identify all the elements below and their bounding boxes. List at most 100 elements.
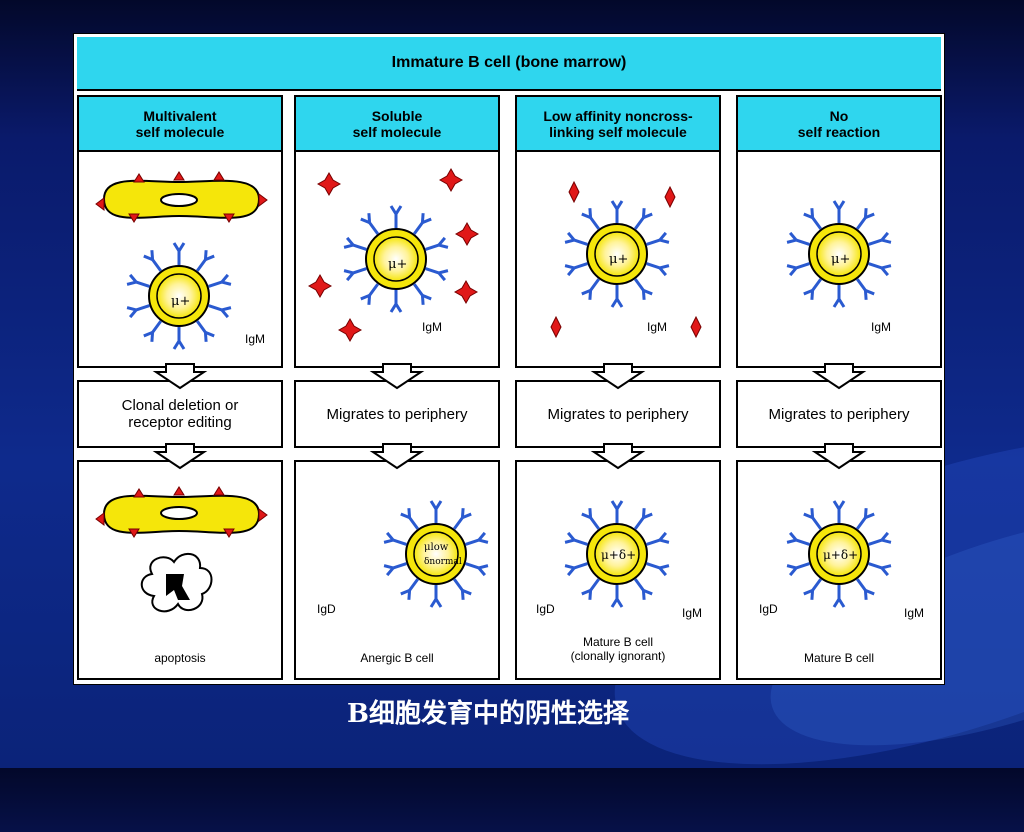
cell-label: μ+ <box>388 257 407 272</box>
receptor-icon <box>832 499 846 525</box>
b-cell-mature <box>785 499 893 609</box>
igm-label: IgM <box>422 320 443 334</box>
receptor-icon <box>563 557 591 577</box>
down-arrow <box>155 363 205 389</box>
cell-label: μlow <box>424 542 449 553</box>
cell-nucleus <box>413 531 459 577</box>
igm-label: IgM <box>904 606 925 620</box>
column-header-2-line1: Soluble <box>371 107 423 124</box>
receptor-icon <box>205 273 233 293</box>
header-bar: Immature B cell (bone marrow) <box>77 37 941 91</box>
receptor-icon <box>342 262 370 282</box>
b-cell-immature-4 <box>785 199 893 309</box>
receptor-icon <box>429 583 443 609</box>
receptor-icon <box>125 273 153 293</box>
b-cell-mature-ignorant <box>563 499 671 609</box>
cell-nucleus <box>816 531 862 577</box>
column-header-3: Low affinity noncross-linking self molec… <box>515 95 721 150</box>
top-panel-4 <box>736 150 942 368</box>
soluble-antigen <box>454 280 478 304</box>
igd-label: IgD <box>759 602 778 616</box>
column-header-1-line2: self molecule <box>135 123 225 140</box>
receptor-icon <box>832 283 846 309</box>
down-arrow <box>593 443 643 469</box>
receptor-icon <box>643 557 671 577</box>
receptor-icon <box>610 583 624 609</box>
cell-label: μ+δ+ <box>601 548 636 562</box>
receptor-icon <box>172 241 186 267</box>
cell-nucleus <box>373 236 419 282</box>
receptor-icon <box>865 531 893 551</box>
igd-label: IgD <box>317 602 336 616</box>
cell-label: δnormal <box>424 557 462 567</box>
receptor-icon <box>785 531 813 551</box>
cell-label: μ+δ+ <box>823 548 858 562</box>
receptor-icon <box>610 283 624 309</box>
receptor-icon <box>643 257 671 277</box>
receptor-icon <box>610 199 624 225</box>
middle-box-3: Migrates to periphery <box>515 380 721 448</box>
receptor-icon <box>462 531 490 551</box>
soluble-antigen <box>439 168 463 192</box>
receptor-icon <box>865 557 893 577</box>
soluble-antigen <box>338 318 362 342</box>
cell-label: μ+ <box>831 252 850 267</box>
outcome-label-1: apoptosis <box>154 651 206 665</box>
igm-label: IgM <box>682 606 703 620</box>
receptor-icon <box>832 583 846 609</box>
receptor-icon <box>832 199 846 225</box>
receptor-icon <box>342 236 370 256</box>
down-arrow <box>593 363 643 389</box>
cell-nucleus <box>816 231 862 277</box>
igm-label: IgM <box>647 320 668 334</box>
middle-box-2-line1: Migrates to periphery <box>326 405 468 423</box>
diagram-artwork: μ+ μ+ μ+ μ+ μlow δnormal μ+δ+ μ+δ+ <box>95 168 893 613</box>
outcome-label-4: Mature B cell <box>803 651 875 665</box>
receptor-icon <box>389 204 403 230</box>
monovalent-antigen <box>550 316 562 338</box>
receptor-icon <box>785 231 813 251</box>
outcome-label-3: Mature B cell (clonally ignorant) <box>515 635 721 663</box>
apoptotic-cell <box>140 552 213 613</box>
receptor-icon <box>563 231 591 251</box>
column-header-3-line1: Low affinity noncross- <box>543 107 693 124</box>
receptor-icon <box>865 231 893 251</box>
middle-box-3-line1: Migrates to periphery <box>547 405 689 423</box>
b-cell-anergic <box>382 499 490 609</box>
column-header-4-line2: self reaction <box>797 123 881 140</box>
igm-label: IgM <box>871 320 892 334</box>
self-cell-bottom <box>95 486 268 538</box>
column-header-3-line2: linking self molecule <box>549 123 687 140</box>
cell-label: μ+ <box>609 252 628 267</box>
b-cell-immature-3 <box>563 199 671 309</box>
outcome-label-2: Anergic B cell <box>360 651 434 665</box>
monovalent-antigen <box>664 186 676 208</box>
receptor-icon <box>205 299 233 319</box>
receptor-icon <box>422 262 450 282</box>
receptor-icon <box>785 257 813 277</box>
receptor-icon <box>389 288 403 314</box>
cell-nucleus <box>594 231 640 277</box>
column-header-4-line1: No <box>829 107 849 124</box>
receptor-icon <box>172 325 186 351</box>
down-arrow <box>372 363 422 389</box>
self-cell-top <box>95 171 268 223</box>
receptor-icon <box>785 557 813 577</box>
receptor-icon <box>429 499 443 525</box>
receptor-icon <box>643 231 671 251</box>
igd-label: IgD <box>536 602 555 616</box>
column-header-1-line1: Multivalent <box>143 107 217 124</box>
down-arrow <box>814 363 864 389</box>
slide-caption: B细胞发育中的阴性选择 <box>347 699 629 729</box>
receptor-icon <box>865 257 893 277</box>
down-arrow <box>814 443 864 469</box>
down-arrow <box>372 443 422 469</box>
soluble-antigen <box>308 274 332 298</box>
bottom-panel-2 <box>294 460 500 680</box>
down-arrow <box>155 443 205 469</box>
column-header-2-line2: self molecule <box>352 123 442 140</box>
outcome-label-3-line1: Mature B cell <box>582 635 654 649</box>
diagram-figure: Immature B cell (bone marrow) Multivalen… <box>73 33 945 685</box>
